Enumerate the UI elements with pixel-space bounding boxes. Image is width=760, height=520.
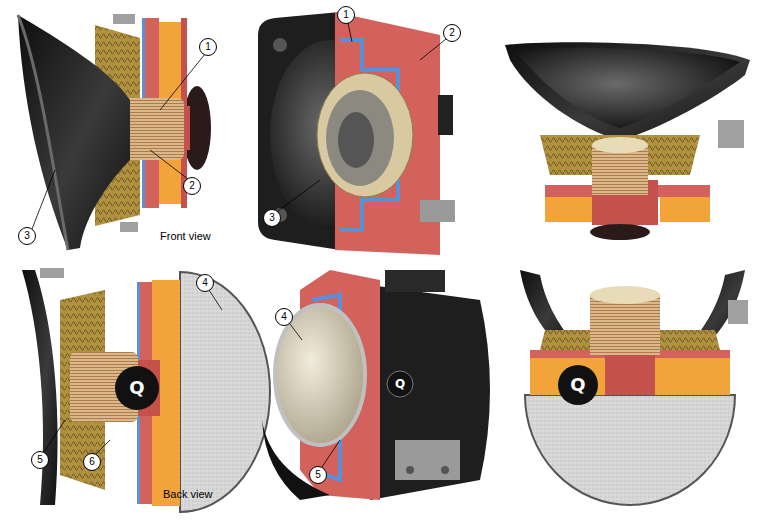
callout-number: 5 xyxy=(309,466,327,484)
speaker-cutaway-front-angle xyxy=(338,112,374,168)
speaker-cutaway-bottom xyxy=(525,395,735,505)
leader-line xyxy=(96,440,110,454)
speaker-cutaway-front-angle xyxy=(317,73,413,197)
leader-line xyxy=(290,324,302,340)
speaker-cutaway-top xyxy=(660,197,710,222)
callout-number: 5 xyxy=(31,451,49,469)
callout-number: 2 xyxy=(183,177,201,195)
leader-line xyxy=(209,290,222,310)
view-caption: Back view xyxy=(163,488,213,500)
speaker-cutaway-back-angle xyxy=(262,270,490,500)
speaker-cutaway-back xyxy=(115,366,159,410)
speaker-cutaway-back-angle xyxy=(262,420,330,500)
speaker-cutaway-back-angle xyxy=(406,466,414,474)
speaker-cutaway-bottom xyxy=(650,358,730,395)
speaker-cutaway-front-angle xyxy=(273,38,287,52)
callout-number: 4 xyxy=(275,308,293,326)
brand-logo: Q xyxy=(122,378,152,398)
callout-number: 2 xyxy=(443,24,461,42)
speaker-cutaway-front-angle xyxy=(326,90,394,186)
speaker-cutaway-top xyxy=(590,224,650,240)
speaker-cutaway-top xyxy=(505,42,750,140)
speaker-cutaway-front-angle xyxy=(438,95,453,135)
speaker-cutaway-back xyxy=(22,268,270,512)
speaker-cutaway-front xyxy=(113,14,135,24)
speaker-cutaway-back xyxy=(180,272,270,512)
view-caption: Front view xyxy=(160,230,211,242)
speaker-cutaway-front xyxy=(18,15,130,250)
leader-line xyxy=(32,23,446,467)
brand-logo: Q xyxy=(563,375,593,395)
callout-number: 1 xyxy=(337,6,355,24)
leader-line xyxy=(32,170,55,229)
speaker-cutaway-front-angle xyxy=(258,12,455,255)
speaker-cutaway-bottom xyxy=(520,270,748,505)
callout-number: 3 xyxy=(18,227,36,245)
callout-number: 4 xyxy=(196,274,214,292)
leader-line xyxy=(348,23,352,42)
speaker-cutaway-top xyxy=(545,197,595,222)
speaker-cutaway-back-angle xyxy=(370,285,490,500)
leader-line xyxy=(420,39,446,60)
speaker-cutaway-top xyxy=(592,137,648,153)
speaker-cutaway-front xyxy=(18,15,68,250)
leader-line xyxy=(278,180,320,211)
callout-number: 6 xyxy=(83,453,101,471)
leader-line xyxy=(44,420,65,452)
speaker-cutaway-bottom xyxy=(590,286,660,304)
speaker-cutaway-back-angle xyxy=(385,270,445,292)
leader-line xyxy=(322,440,340,467)
speaker-cutaway-back-angle xyxy=(441,466,449,474)
speaker-cutaway-front xyxy=(120,222,138,232)
speaker-cutaway-back-angle xyxy=(275,305,365,445)
speaker-cutaway-front-angle xyxy=(420,200,455,222)
speaker-cutaway-top xyxy=(505,42,750,240)
callout-number: 1 xyxy=(199,38,217,56)
speaker-cutaway-bottom xyxy=(558,365,598,405)
speaker-cutaway-front xyxy=(18,14,211,250)
leader-line xyxy=(160,54,205,110)
callout-number: 3 xyxy=(263,209,281,227)
speaker-cutaway-back-angle xyxy=(395,440,460,480)
speaker-cutaway-back xyxy=(22,270,58,505)
leader-line xyxy=(150,150,188,179)
speaker-cutaway-top xyxy=(515,48,740,128)
brand-logo: Q xyxy=(385,374,415,394)
speaker-cutaway-back xyxy=(40,268,64,278)
speaker-cutaway-top xyxy=(718,120,744,148)
speaker-cutaway-bottom xyxy=(728,300,748,324)
